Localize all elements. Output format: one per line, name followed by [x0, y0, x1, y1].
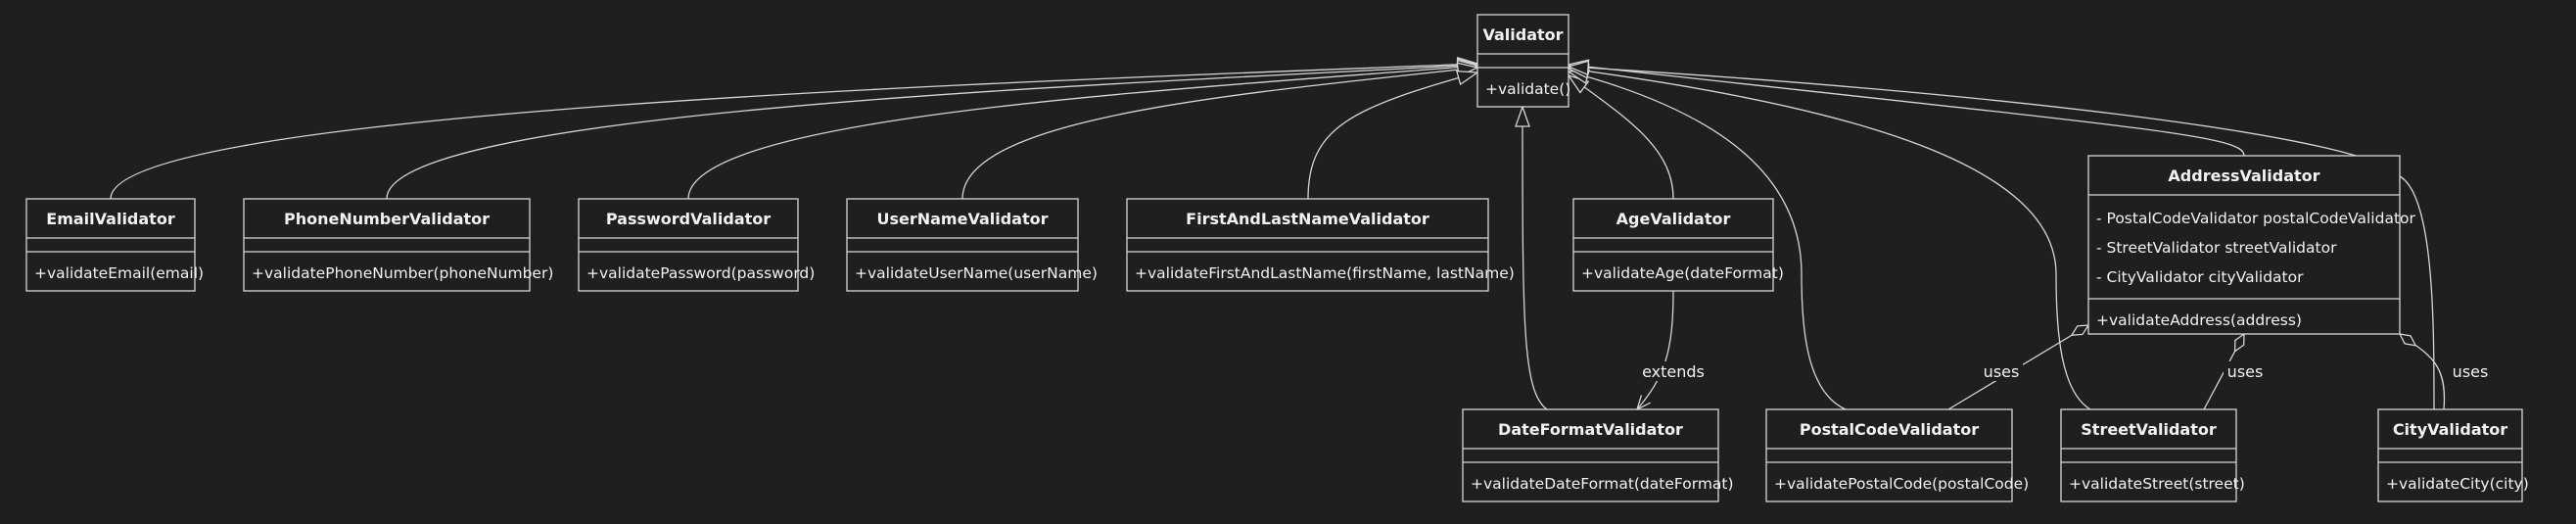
inheritance-edge-address-to-validator: [1569, 65, 2245, 157]
class-city[interactable]: CityValidator +validateCity(city): [2377, 408, 2529, 502]
class-password[interactable]: PasswordValidator +validatePassword(passw…: [578, 198, 815, 292]
inheritance-edge-phone-to-validator: [386, 65, 1477, 200]
class-box: [1572, 198, 1774, 292]
class-name: AgeValidator: [1616, 210, 1731, 228]
edge-label-address-to-postal: uses: [1984, 362, 2020, 381]
class-name: CityValidator: [2393, 420, 2507, 439]
aggregation-edge-address-to-city: [2400, 334, 2446, 410]
class-name: PhoneNumberValidator: [284, 210, 490, 228]
inheritance-edge-password-to-validator: [687, 66, 1477, 200]
class-name: FirstAndLastNameValidator: [1186, 210, 1429, 228]
edge-label-age-to-dateformat: extends: [1642, 362, 1705, 381]
class-phone[interactable]: PhoneNumberValidator +validatePhoneNumber…: [243, 198, 553, 292]
class-box: [578, 198, 799, 292]
class-method: +validateEmail(email): [34, 264, 204, 282]
class-name: Validator: [1482, 25, 1563, 44]
class-method: +validateDateFormat(dateFormat): [1471, 475, 1734, 493]
class-box: [2087, 155, 2401, 335]
class-attribute: - StreetValidator streetValidator: [2096, 239, 2337, 257]
class-name: UserNameValidator: [876, 210, 1048, 228]
class-dateformat[interactable]: DateFormatValidator +validateDateFormat(d…: [1462, 408, 1734, 502]
class-box: [243, 198, 531, 292]
class-username[interactable]: UserNameValidator +validateUserName(userN…: [846, 198, 1098, 292]
class-method: +validateAge(dateFormat): [1581, 264, 1784, 282]
class-method: +validateCity(city): [2386, 475, 2529, 493]
inheritance-edge-street-to-validator: [1569, 69, 2091, 410]
class-method: +validateFirstAndLastName(firstName, las…: [1135, 264, 1515, 282]
class-box: [1476, 14, 1569, 108]
class-email[interactable]: EmailValidator +validateEmail(email): [25, 198, 204, 292]
class-box: [1126, 198, 1489, 292]
class-method: +validate(): [1485, 80, 1570, 98]
class-attribute: - PostalCodeValidator postalCodeValidato…: [2096, 210, 2416, 227]
class-street[interactable]: StreetValidator +validateStreet(street): [2060, 408, 2245, 502]
inheritance-edge-dateformat-to-validator: [1522, 107, 1548, 410]
class-method: +validatePassword(password): [586, 264, 815, 282]
class-box: [25, 198, 196, 292]
class-box: [846, 198, 1079, 292]
inheritance-edge-postal-to-validator: [1569, 71, 1847, 410]
class-validator[interactable]: Validator +validate(): [1476, 14, 1570, 108]
class-box: [2377, 408, 2523, 502]
class-name: StreetValidator: [2081, 420, 2217, 439]
inheritance-edge-age-to-validator: [1569, 75, 1674, 200]
inheritance-edge-username-to-validator: [961, 68, 1477, 200]
class-name: EmailValidator: [46, 210, 175, 228]
edge-label-background: [2449, 361, 2492, 381]
class-postal[interactable]: PostalCodeValidator +validatePostalCode(p…: [1765, 408, 2029, 502]
edge-label-background: [1980, 361, 2023, 381]
class-name: PasswordValidator: [606, 210, 771, 228]
class-method: +validateAddress(address): [2096, 311, 2302, 329]
class-method: +validateUserName(userName): [855, 264, 1098, 282]
inheritance-edge-firstlast-to-validator: [1307, 72, 1477, 200]
class-name: DateFormatValidator: [1498, 420, 1683, 439]
class-box: [1765, 408, 2013, 502]
class-method: +validatePostalCode(postalCode): [1774, 475, 2029, 493]
edge-label-address-to-street: uses: [2227, 362, 2264, 381]
class-method: +validateStreet(street): [2069, 475, 2245, 493]
class-age[interactable]: AgeValidator +validateAge(dateFormat): [1572, 198, 1784, 292]
class-box: [2060, 408, 2237, 502]
inheritance-edge-email-to-validator: [110, 64, 1477, 200]
class-name: PostalCodeValidator: [1800, 420, 1979, 439]
dependency-edge-age-to-dateformat: [1637, 290, 1674, 409]
edge-label-address-to-city: uses: [2453, 362, 2489, 381]
class-box: [1462, 408, 1719, 502]
class-address[interactable]: AddressValidator - PostalCodeValidator po…: [2087, 155, 2416, 335]
edge-label-background: [1638, 361, 1709, 381]
class-method: +validatePhoneNumber(phoneNumber): [252, 264, 553, 282]
edge-label-background: [2224, 361, 2267, 381]
inheritance-edge-city-to-validator: [1569, 67, 2435, 410]
class-attribute: - CityValidator cityValidator: [2096, 268, 2304, 286]
class-name: AddressValidator: [2168, 167, 2319, 185]
class-firstlast[interactable]: FirstAndLastNameValidator +validateFirstA…: [1126, 198, 1515, 292]
